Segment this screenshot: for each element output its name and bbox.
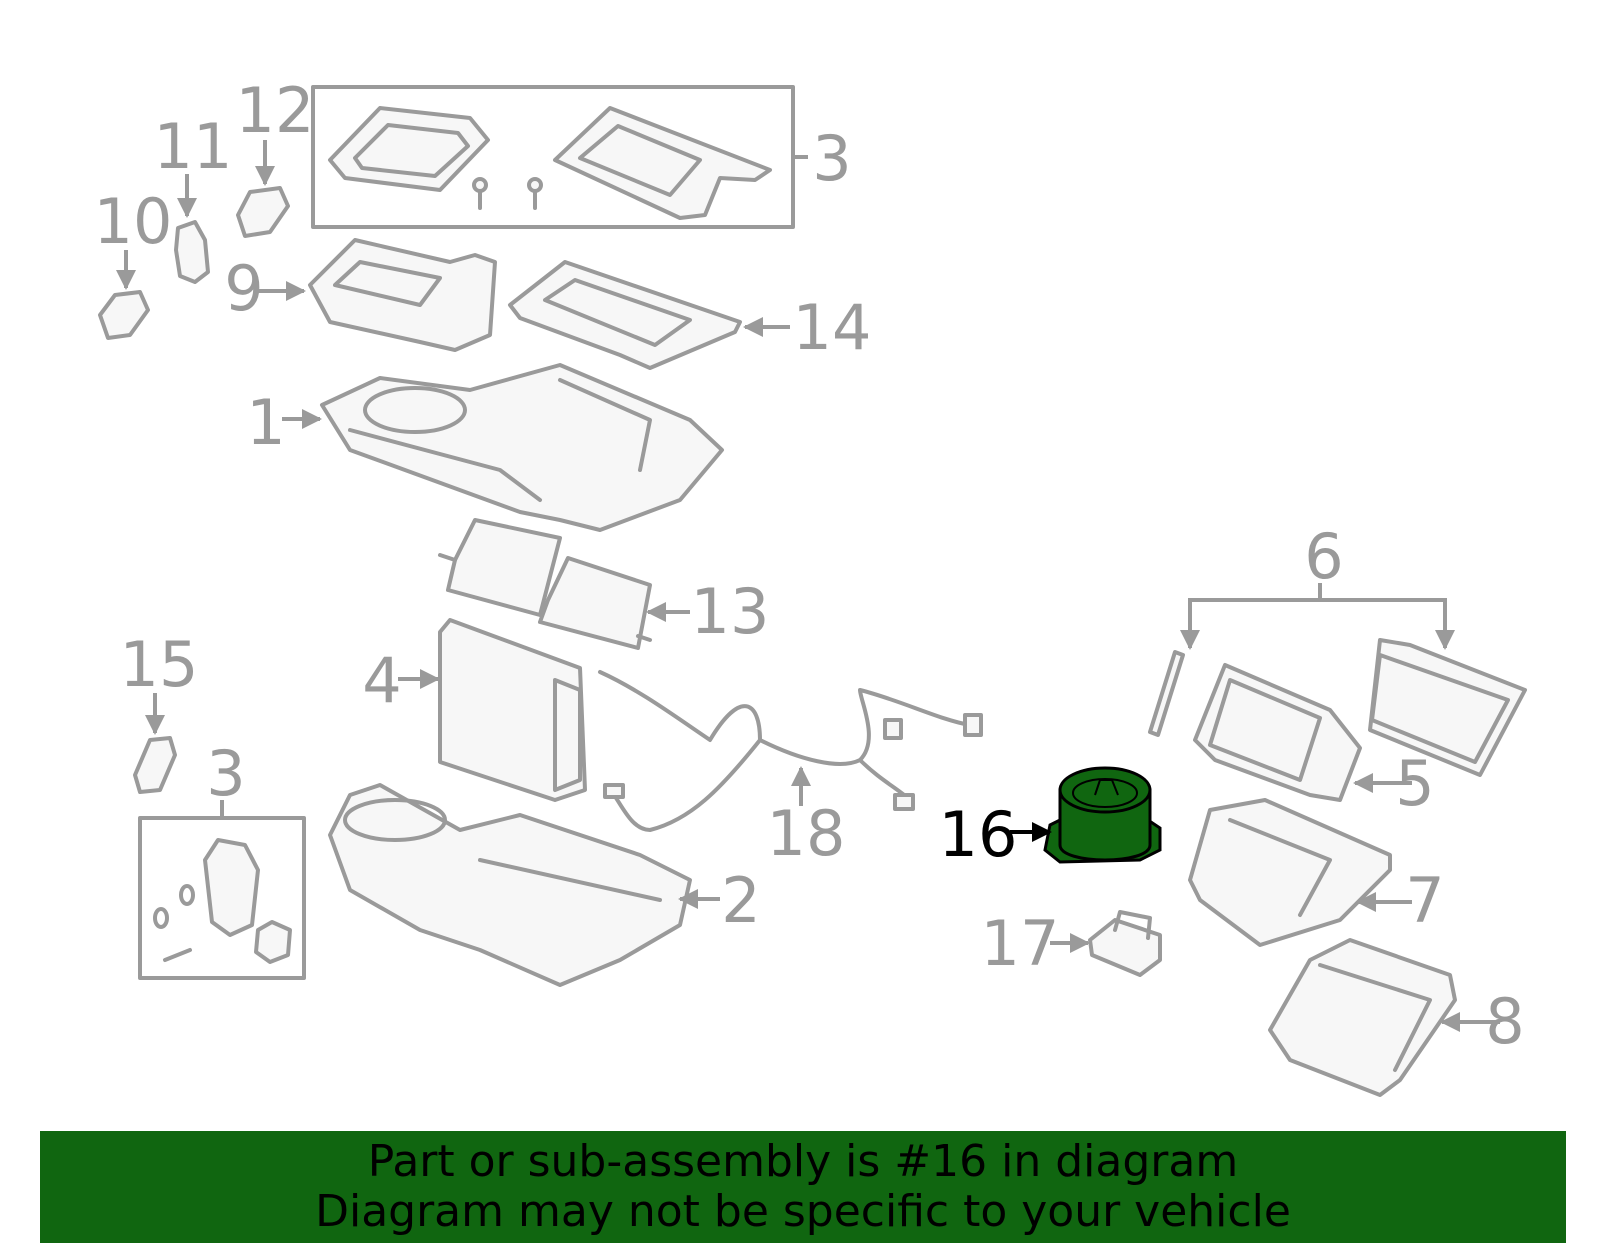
callout-3-lower: 3 [206,737,245,810]
part-12-actuator [236,140,290,238]
part-3-top-kit [311,85,808,229]
banner-line-disclaimer: Diagram may not be specific to your vehi… [315,1186,1291,1237]
callout-13: 13 [691,575,770,648]
part-14-door-housing [508,260,790,370]
part-6-filter-set [1148,583,1527,777]
callout-11: 11 [154,110,233,183]
callout-15: 15 [120,628,199,701]
part-15-clip [133,693,177,794]
part-17-resistor [1050,910,1162,977]
banner-line-part-number: Part or sub-assembly is #16 in diagram [367,1136,1239,1187]
callout-16: 16 [939,798,1018,871]
part-16-blower-motor [1010,766,1162,864]
part-5-filter-frame [1193,663,1412,802]
callout-5: 5 [1395,747,1434,820]
callout-4: 4 [362,644,401,717]
part-7-blower-housing [1188,798,1412,947]
callout-14: 14 [793,291,872,364]
part-8-lower-housing [1268,938,1500,1097]
callout-18: 18 [767,797,846,870]
part-4-evaporator [398,618,587,802]
callout-3-top: 3 [812,122,851,195]
part-9-duct [258,238,497,352]
part-1-upper-case [282,363,724,532]
callout-2: 2 [721,864,760,937]
part-10-actuator [98,250,150,340]
callout-9: 9 [224,252,263,325]
part-3-lower-kit [138,800,306,980]
callout-7: 7 [1405,864,1444,937]
info-banner: Part or sub-assembly is #16 in diagram D… [40,1131,1566,1243]
part-2-lower-case [328,783,720,987]
callout-12: 12 [236,74,315,147]
callout-10: 10 [94,185,173,258]
part-11-sensor [174,174,210,284]
callout-8: 8 [1485,985,1524,1058]
callout-17: 17 [981,907,1060,980]
callout-1: 1 [246,386,285,459]
part-18-harness [598,670,983,832]
callout-6: 6 [1304,520,1343,593]
part-13-doors [438,518,690,650]
